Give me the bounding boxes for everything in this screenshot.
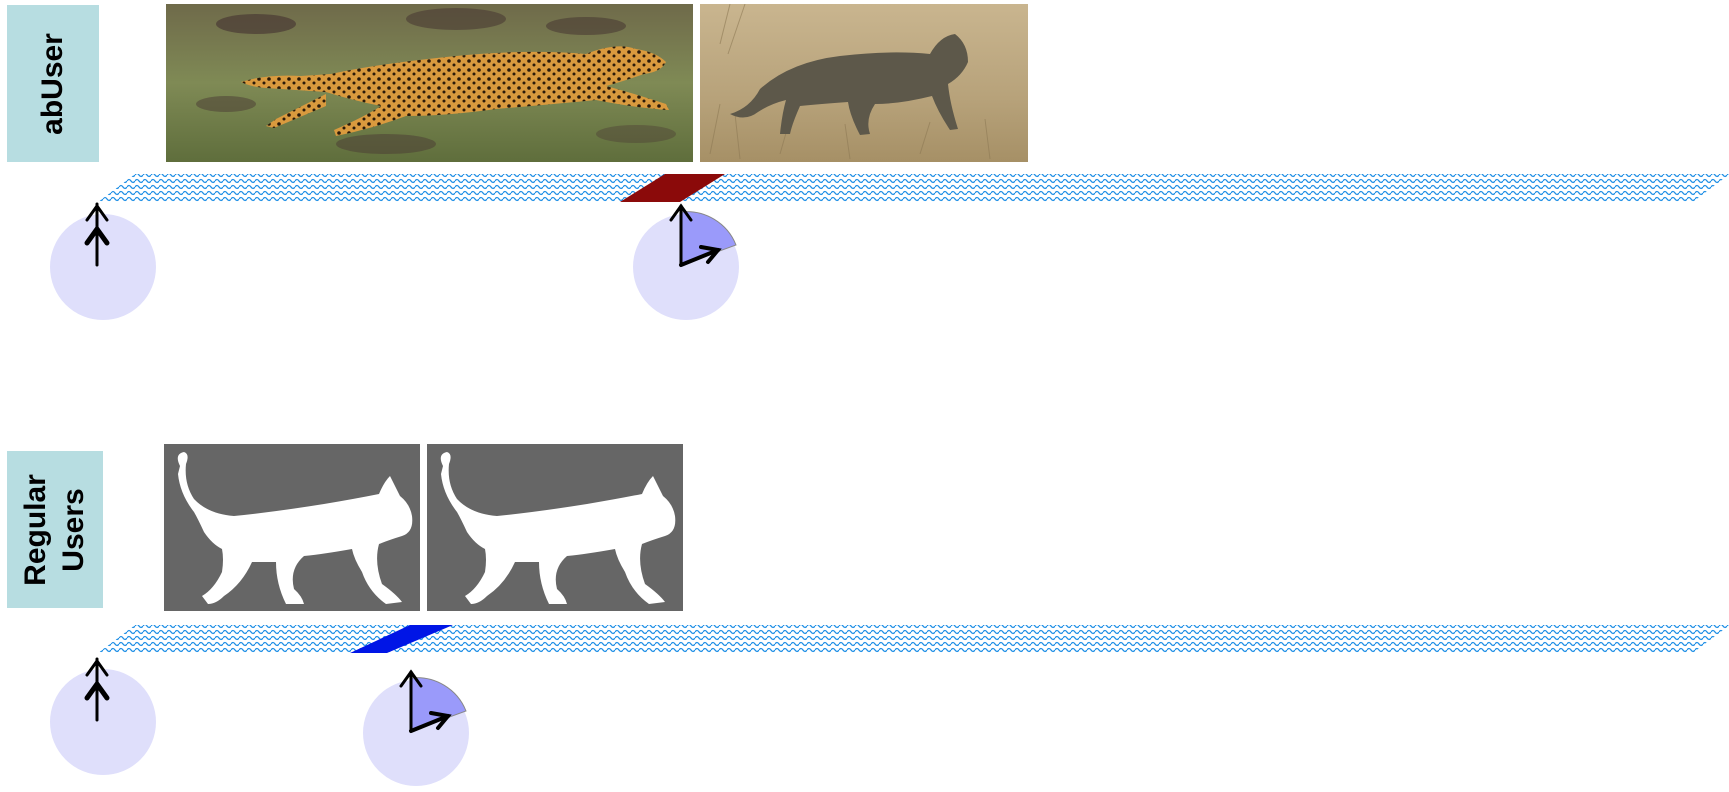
cat-silhouette-right [427,444,683,611]
bottom-dial-rotated [361,666,471,792]
top-position-marker [620,174,725,202]
top-timeline-strip [95,172,1729,209]
cat-silhouette-left [164,444,420,611]
abuser-label: abUser [36,32,69,135]
top-dial-rotated [631,200,741,330]
bottom-dial-aligned [48,655,158,785]
wild-cat-photo [700,4,1028,162]
cheetah-photo [166,4,693,162]
regular-users-label: Regular Users [19,473,91,586]
cat-silhouette-icon [177,452,413,604]
cat-silhouette-icon [440,452,676,604]
double-up-arrow-icon [84,202,110,267]
bottom-timeline-strip [95,623,1729,660]
rotated-axes-arrow-icon [399,669,452,733]
bottom-position-marker [350,625,453,653]
regular-users-label-box: Regular Users [7,451,103,608]
abuser-label-box: abUser [7,5,99,162]
double-up-arrow-icon [84,657,110,722]
top-dial-aligned [48,200,158,330]
rotated-axes-arrow-icon [669,203,722,267]
